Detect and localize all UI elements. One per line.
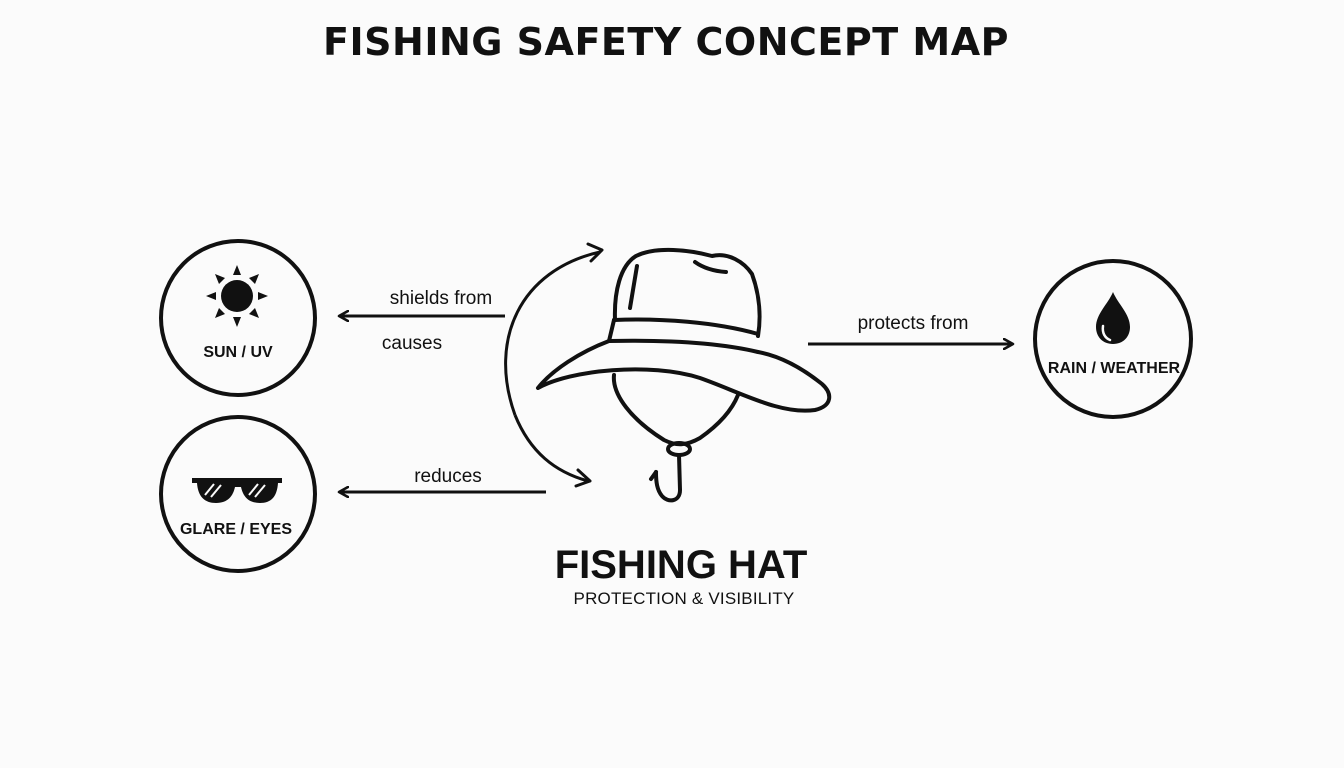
node-glare-circle — [159, 415, 317, 573]
fishing-hat-with-hook-icon — [536, 247, 832, 503]
node-rain-circle — [1033, 259, 1193, 419]
center-title: FISHING HAT — [555, 543, 808, 587]
node-rain-weather: RAIN / WEATHER — [1033, 259, 1193, 419]
edge-reduces: reduces — [340, 466, 546, 492]
node-glare-eyes: GLARE / EYES — [159, 415, 317, 573]
node-label-rain: RAIN / WEATHER — [1048, 360, 1181, 377]
edge-label-protects-from: protects from — [858, 313, 969, 334]
sunglasses-icon — [192, 478, 282, 503]
node-sun-circle — [159, 239, 317, 397]
node-label-glare: GLARE / EYES — [180, 521, 292, 538]
node-sun-uv: SUN / UV — [159, 239, 317, 397]
edge-label-shields-from: shields from — [390, 288, 492, 309]
edge-label-reduces: reduces — [414, 466, 482, 487]
edge-label-causes: causes — [382, 333, 442, 354]
page-title: FISHING SAFETY CONCEPT MAP — [323, 20, 1009, 64]
node-label-sun: SUN / UV — [203, 344, 273, 361]
water-drop-icon — [1096, 292, 1130, 344]
center-subtitle: PROTECTION & VISIBILITY — [574, 589, 795, 608]
edge-shields-from: shields from — [340, 288, 505, 316]
sun-icon — [206, 265, 268, 327]
edge-protects-from: protects from — [808, 313, 1012, 344]
cycle-arrows — [504, 242, 604, 488]
